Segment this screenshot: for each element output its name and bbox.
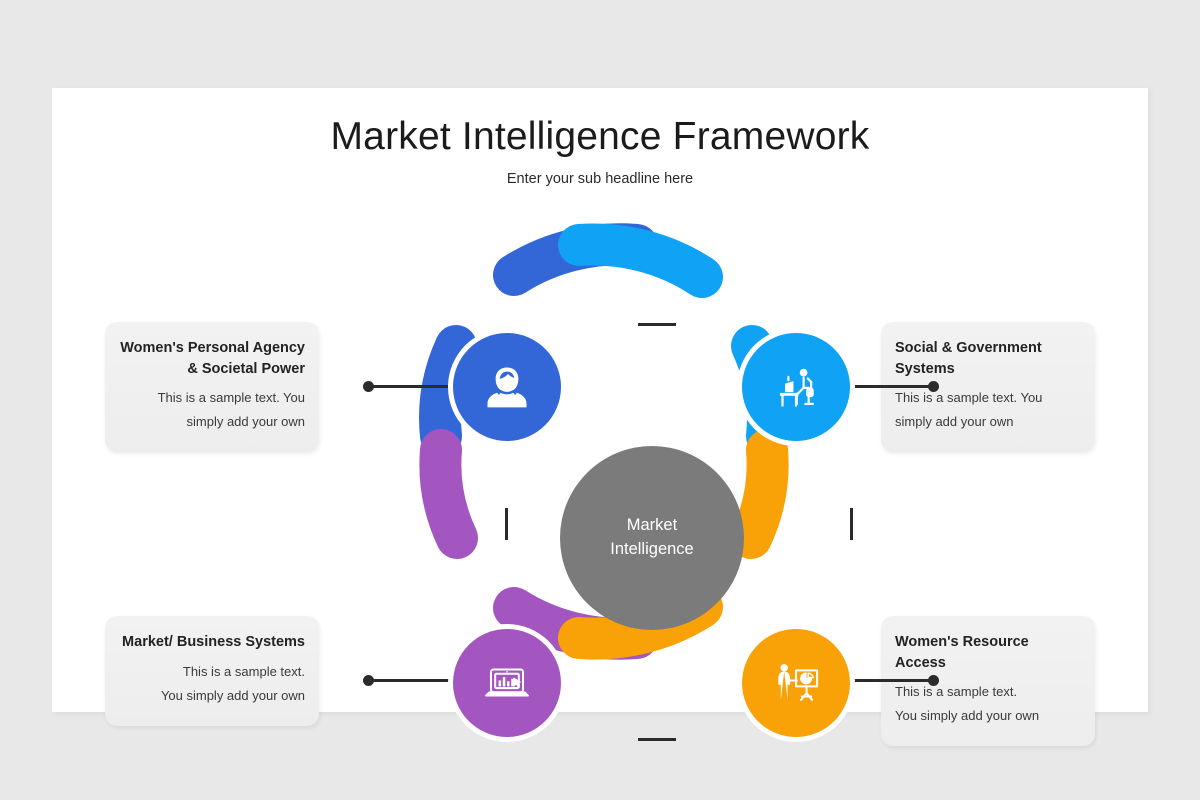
connector-line-bottom-right (842, 679, 934, 682)
center-hub: Market Intelligence (560, 446, 744, 630)
node-circle-womens-resource-access[interactable] (742, 629, 850, 737)
info-card-body-line2: You simply add your own (160, 687, 305, 703)
info-card-heading: Market/ Business Systems (122, 634, 305, 650)
arc-left (419, 325, 477, 457)
cycle-diagram: Market Intelligence (52, 88, 1148, 747)
node-circle-market-business-systems[interactable] (453, 629, 561, 737)
info-card-heading: Women's Personal Agency & Societal Power (120, 340, 305, 377)
connector-line-top-right (842, 385, 934, 388)
arc-lower-left (419, 429, 478, 559)
info-card-market-business-systems[interactable]: Market/ Business Systems This is a sampl… (105, 616, 319, 726)
info-card-body-line2: You simply add your own (895, 708, 1040, 724)
laptop-bar-chart-icon (480, 656, 534, 710)
info-card-heading: Women's Resource Access (895, 634, 1029, 671)
arc-top-right (558, 223, 723, 298)
node-circle-social-government-systems[interactable] (742, 333, 850, 441)
connector-stub-top (638, 323, 676, 326)
info-card-body-line1: This is a sample text. You (157, 390, 305, 406)
info-card-body-line1: This is a sample text. You (895, 390, 1043, 406)
info-card-women-personal-agency[interactable]: Women's Personal Agency & Societal Power… (105, 322, 319, 453)
info-card-social-government-systems[interactable]: Social & Government Systems This is a sa… (881, 322, 1095, 453)
connector-dot (928, 381, 939, 392)
info-card-body-line1: This is a sample text. (182, 663, 305, 679)
woman-avatar-icon (481, 361, 533, 413)
page-title: Market Intelligence Framework (330, 115, 870, 158)
connector-stub-right (850, 508, 853, 540)
connector-dot (363, 381, 374, 392)
connector-line-top-left (368, 385, 460, 388)
connector-line-bottom-left (368, 679, 460, 682)
info-card-body-line1: This is a sample text. (895, 684, 1018, 700)
person-at-desk-icon (769, 360, 823, 414)
arc-lower-right (730, 429, 789, 559)
slide-canvas: Market Intelligence Framework Enter your… (52, 88, 1148, 747)
presenter-pie-chart-icon (769, 656, 823, 710)
info-card-body-line2: simply add your own (895, 414, 1014, 430)
page-subtitle: Enter your sub headline here (506, 171, 694, 187)
center-hub-label-line2: Intelligence (610, 540, 694, 558)
center-hub-label-line1: Market (626, 516, 678, 535)
connector-stub-bottom (638, 738, 676, 741)
connector-stub-left (505, 508, 508, 540)
node-circle-women-personal-agency[interactable] (453, 333, 561, 441)
info-card-body-line2: simply add your own (186, 414, 306, 430)
connector-dot (363, 675, 374, 686)
connector-dot (928, 675, 939, 686)
info-card-heading: Social & Government Systems (895, 340, 1042, 377)
